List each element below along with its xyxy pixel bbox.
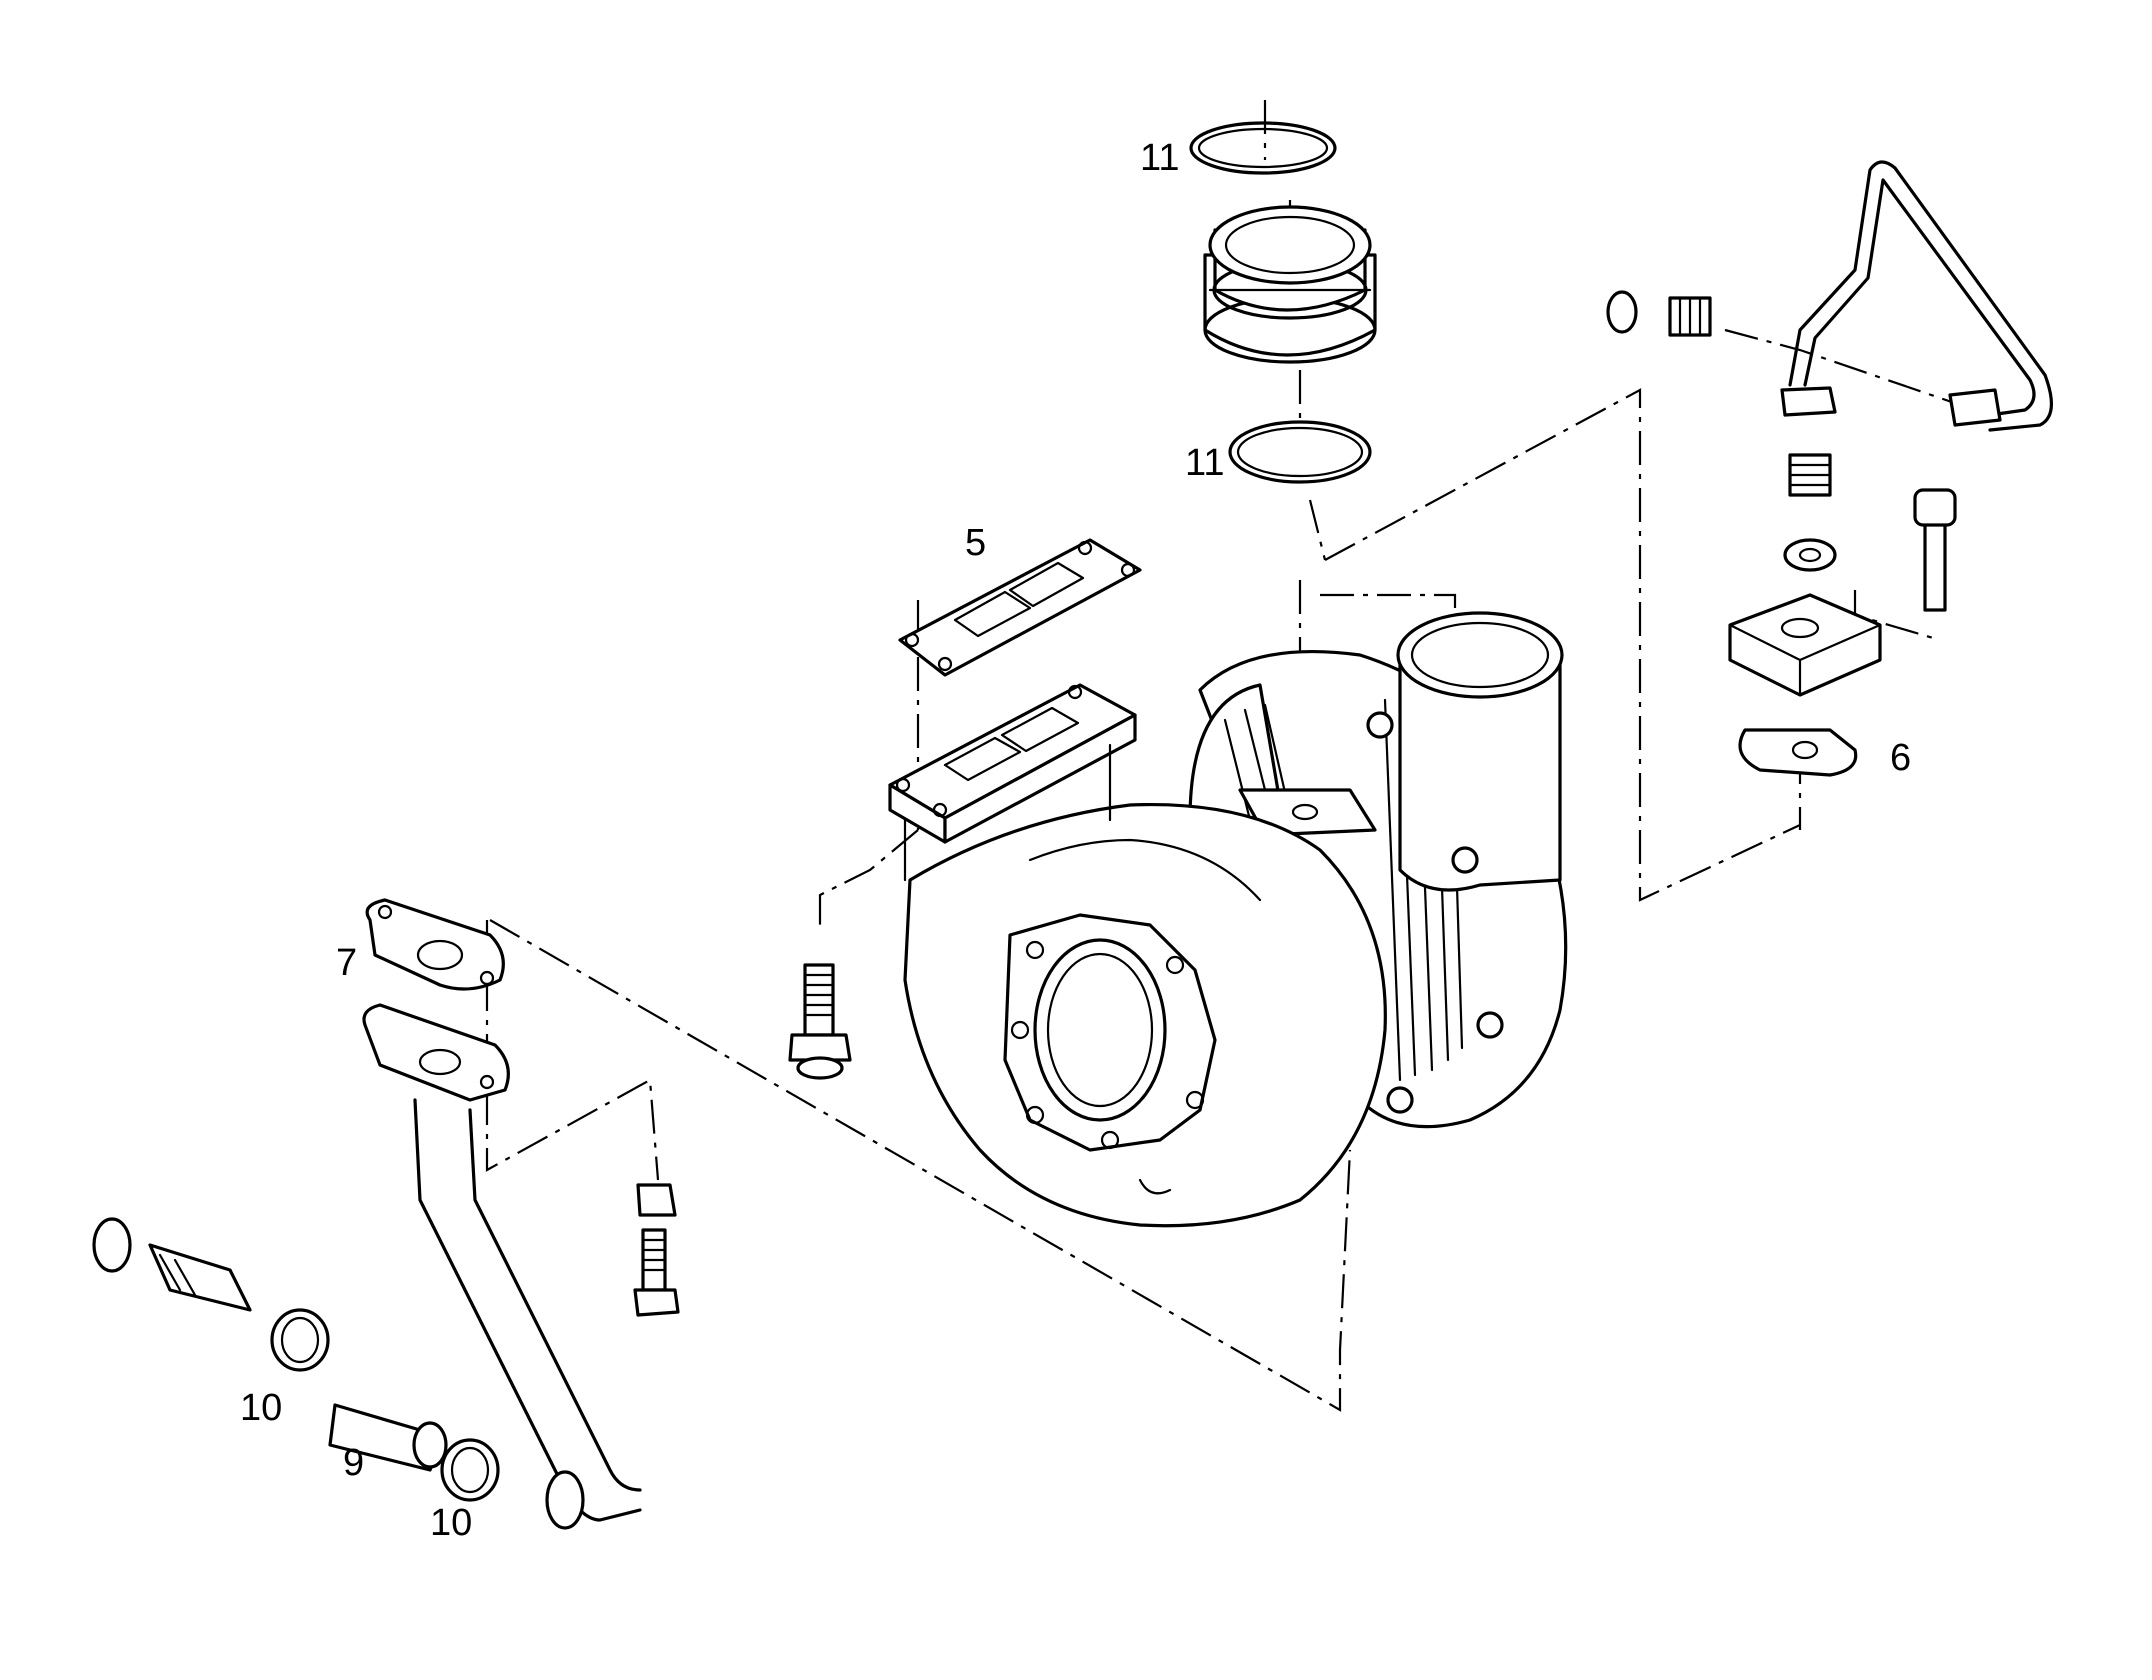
- callout-11-top: 11: [1140, 137, 1179, 179]
- sleeve: [1203, 205, 1377, 364]
- axis-flange-bolt-2: [818, 829, 919, 930]
- exhaust-flange: [888, 683, 1137, 882]
- axis-compressor: [1308, 499, 1327, 561]
- turbocharger-body: [903, 611, 1568, 1228]
- callout-labels: 11 11 5 6 7 9 10 10: [240, 137, 1911, 1544]
- axis-return-frame: [489, 919, 1352, 1412]
- oil-feed-group: [1606, 160, 2053, 777]
- flange-bolt: [788, 963, 852, 1080]
- axis-return-bolt: [485, 920, 660, 1181]
- gasket-5: [898, 538, 1142, 677]
- callout-5: 5: [965, 522, 986, 564]
- callout-6: 6: [1890, 737, 1911, 779]
- axis-banjo: [1724, 328, 1976, 412]
- o-ring-bottom: [1228, 420, 1372, 484]
- callout-11-bottom: 11: [1185, 442, 1224, 484]
- o-ring-top: [1189, 121, 1337, 175]
- oil-return-group: [92, 898, 680, 1530]
- callout-7: 7: [336, 942, 357, 984]
- callout-9: 9: [343, 1442, 364, 1484]
- callout-10-upper: 10: [240, 1387, 282, 1429]
- callout-10-lower: 10: [430, 1502, 472, 1544]
- axis-oil-feed-frame: [1324, 388, 1801, 902]
